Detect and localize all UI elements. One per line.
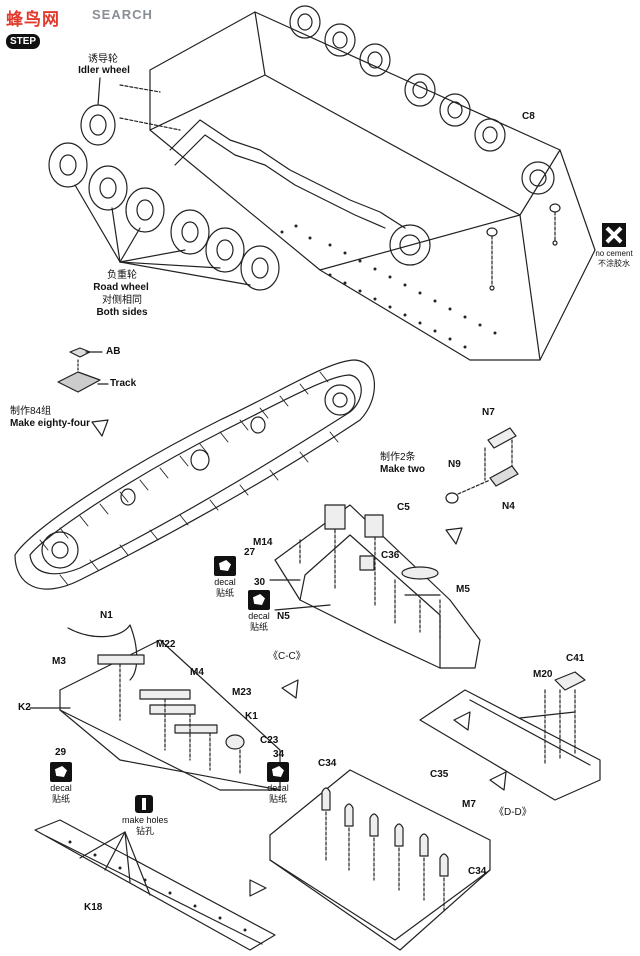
- logo: 蜂鸟网: [6, 10, 60, 29]
- label-decal-cn-2: 贴纸: [249, 622, 268, 632]
- label-both-en: Both sides: [96, 307, 148, 318]
- part-c36: C36: [381, 550, 400, 561]
- label-section-cc: 《C-C》: [268, 651, 306, 662]
- hull-drawing: [149, 5, 596, 361]
- label-nocement-cn: 不涂胶水: [598, 259, 630, 268]
- part-29: 29: [55, 747, 67, 758]
- direction-arrows: [91, 419, 507, 897]
- part-c23: C23: [260, 735, 279, 746]
- right-subassembly-drawing: [419, 671, 601, 801]
- label-idler-cn: 诱导轮: [88, 54, 118, 65]
- track-loop-drawing: [14, 359, 375, 590]
- label-both-cn: 对侧相同: [102, 295, 142, 306]
- part-c41: C41: [566, 653, 585, 664]
- part-m7: M7: [462, 799, 476, 810]
- label-decal-en-3: decal: [50, 783, 72, 793]
- decal-icon: [267, 762, 289, 782]
- part-n5: N5: [277, 611, 290, 622]
- part-27: 27: [244, 547, 256, 558]
- part-c8: C8: [522, 111, 535, 122]
- part-c35: C35: [430, 769, 449, 780]
- label-decal-en-2: decal: [248, 611, 270, 621]
- part-n4: N4: [502, 501, 515, 512]
- part-n7: N7: [482, 407, 495, 418]
- drill-icon: [135, 795, 153, 813]
- label-make-holes-en: make holes: [121, 815, 169, 825]
- part-30: 30: [254, 577, 266, 588]
- part-m5: M5: [456, 584, 470, 595]
- label-make2-cn: 制作2条: [380, 452, 416, 463]
- left-subassembly-drawing: [29, 624, 281, 791]
- part-m20: M20: [533, 669, 553, 680]
- part-m3: M3: [52, 656, 66, 667]
- label-idler-en: Idler wheel: [78, 65, 130, 76]
- part-m4: M4: [190, 667, 204, 678]
- track-link-drawing: [57, 347, 109, 393]
- label-nocement-en: no cement: [595, 249, 633, 258]
- n-parts-drawing: [445, 427, 519, 504]
- part-c5: C5: [397, 502, 410, 513]
- step-badge: STEP: [6, 34, 40, 49]
- label-decal-en-4: decal: [267, 783, 289, 793]
- label-road-cn: 负重轮: [107, 270, 137, 281]
- label-make2-en: Make two: [380, 464, 426, 475]
- part-n1: N1: [100, 610, 113, 621]
- label-make-holes-cn: 钻孔: [135, 826, 154, 836]
- bottom-strip-drawing: [34, 819, 276, 951]
- part-c34-a: C34: [318, 758, 337, 769]
- road-wheels-drawing: [48, 77, 280, 291]
- bottom-plate-drawing: [269, 769, 491, 951]
- no-cement-icon: [602, 223, 626, 247]
- part-m14: M14: [253, 537, 273, 548]
- logo-search: SEARCH: [92, 7, 153, 22]
- part-k18: K18: [84, 902, 103, 913]
- upper-subassembly-drawing: [269, 504, 481, 669]
- part-k1: K1: [245, 711, 258, 722]
- label-decal-cn-1: 贴纸: [215, 588, 234, 598]
- decal-icon: [214, 556, 236, 576]
- label-decal-cn-3: 贴纸: [51, 794, 70, 804]
- part-m23: M23: [232, 687, 252, 698]
- header: 蜂鸟网 SEARCH STEP: [0, 0, 170, 49]
- decal-icon: [50, 762, 72, 782]
- part-c34-b: C34: [468, 866, 487, 877]
- label-decal-cn-4: 贴纸: [268, 794, 287, 804]
- part-k2: K2: [18, 702, 31, 713]
- decal-icon: [248, 590, 270, 610]
- label-decal-en-1: decal: [214, 577, 236, 587]
- part-m22: M22: [156, 639, 176, 650]
- part-34: 34: [273, 749, 285, 760]
- label-road-en: Road wheel: [93, 282, 149, 293]
- label-section-dd: 《D-D》: [494, 807, 532, 818]
- part-ab: AB: [106, 346, 121, 357]
- part-n9: N9: [448, 459, 461, 470]
- label-make84-cn: 制作84组: [10, 406, 52, 417]
- label-track: Track: [110, 378, 137, 389]
- label-make84-en: Make eighty-four: [10, 418, 91, 429]
